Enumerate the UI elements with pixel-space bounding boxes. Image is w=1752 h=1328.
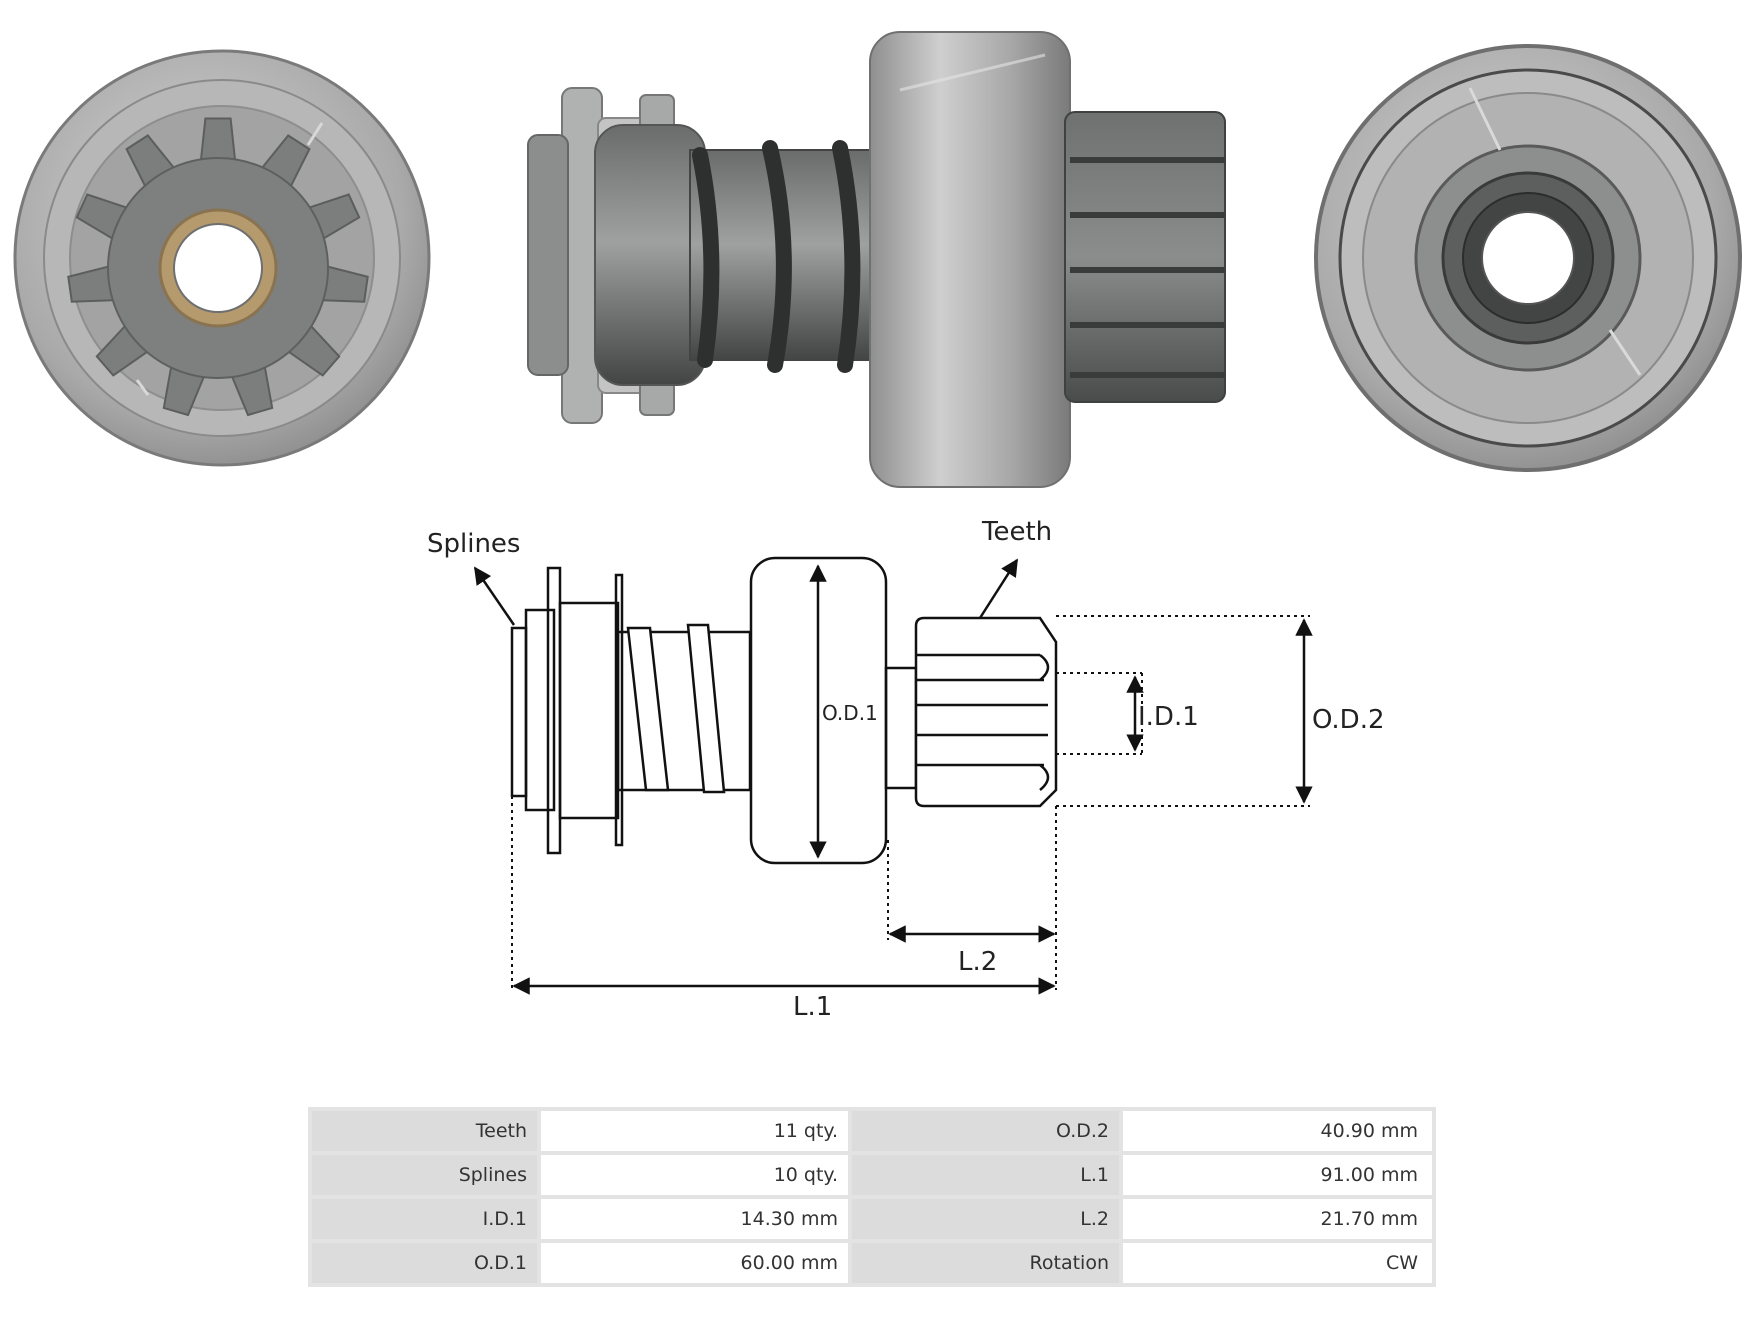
teeth-label: Teeth [981, 517, 1052, 547]
diagram-neck [884, 666, 918, 790]
od1-label: O.D.1 [822, 701, 878, 725]
table-row: Teeth 11 qty. O.D.2 40.90 mm [312, 1111, 1432, 1151]
diagram-rear-washer [510, 626, 528, 798]
photo-rear-end-view [1314, 44, 1742, 472]
spec-value: 11 qty. [541, 1111, 848, 1151]
spec-label: Teeth [312, 1111, 537, 1151]
l1-label: L.1 [793, 992, 832, 1022]
diagram-spring-coil-2 [686, 623, 726, 794]
spec-label: Rotation [852, 1243, 1119, 1283]
splines-label: Splines [427, 529, 520, 559]
table-row: I.D.1 14.30 mm L.2 21.70 mm [312, 1199, 1432, 1239]
teeth-pointer [978, 558, 1019, 619]
table-row: O.D.1 60.00 mm Rotation CW [312, 1243, 1432, 1283]
spec-label: L.2 [852, 1199, 1119, 1239]
spec-value: 10 qty. [541, 1155, 848, 1195]
diagram-pinion [914, 616, 1058, 808]
diagram-spring-coil-1 [626, 626, 670, 792]
spec-value: 60.00 mm [541, 1243, 848, 1283]
diagram-collar [524, 608, 556, 812]
photo-side-view [527, 31, 1226, 488]
od2-label: O.D.2 [1312, 705, 1385, 735]
spec-table: Teeth 11 qty. O.D.2 40.90 mm Splines 10 … [308, 1107, 1436, 1287]
product-photos [13, 31, 1742, 488]
spec-value: 91.00 mm [1123, 1155, 1432, 1195]
spec-label: Splines [312, 1155, 537, 1195]
spec-label: O.D.2 [852, 1111, 1119, 1151]
table-row: Splines 10 qty. L.1 91.00 mm [312, 1155, 1432, 1195]
splines-pointer [473, 566, 516, 626]
spec-value: 14.30 mm [541, 1199, 848, 1239]
diagram-sleeve [558, 601, 620, 820]
spec-value: 21.70 mm [1123, 1199, 1432, 1239]
diagram-flange-2 [614, 573, 624, 847]
spec-value: CW [1123, 1243, 1432, 1283]
l2-label: L.2 [958, 947, 997, 977]
photo-pinion-end-view [13, 49, 431, 467]
spec-label: I.D.1 [312, 1199, 537, 1239]
id1-label: I.D.1 [1138, 702, 1199, 732]
spec-value: 40.90 mm [1123, 1111, 1432, 1151]
technical-diagram: Splines Teeth O.D.1 I.D.1 O.D.2 L.2 L.1 [427, 517, 1385, 1022]
spec-label: O.D.1 [312, 1243, 537, 1283]
spec-label: L.1 [852, 1155, 1119, 1195]
